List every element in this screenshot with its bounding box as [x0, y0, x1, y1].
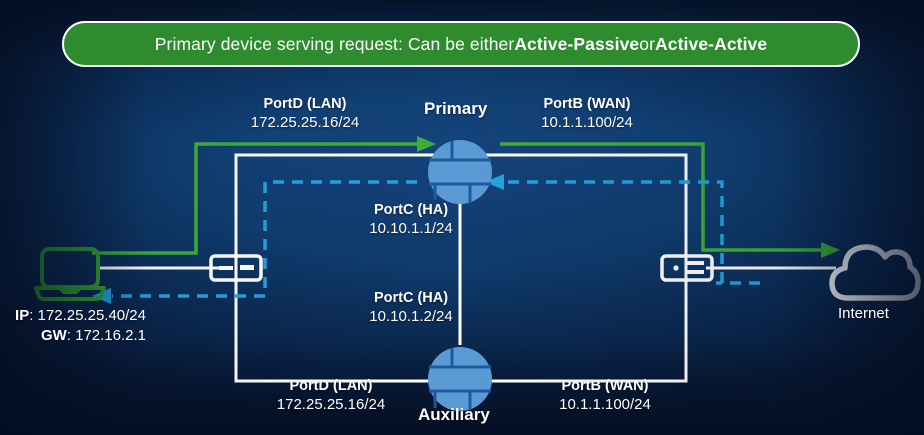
label-auxiliary-wan: PortB (WAN) 10.1.1.100/24 [510, 378, 700, 414]
primary-firewall-icon[interactable] [428, 140, 492, 204]
label-primary-wan: PortB (WAN) 10.1.1.100/24 [492, 96, 682, 132]
host-ip-key: IP [15, 307, 30, 324]
host-gw-key: GW [40, 326, 67, 344]
flow-forward-lan-arrowhead [417, 136, 436, 152]
host-ip-value: : 172.25.25.40/24 [29, 307, 146, 324]
label-primary-lan-port: PortD (LAN) [263, 96, 347, 112]
auxiliary-title: Auxiliary [418, 405, 490, 424]
label-auxiliary-lan: PortD (LAN) 172.25.25.16/24 [236, 378, 426, 414]
banner-prefix: Primary device serving request: Can be e… [154, 33, 515, 54]
label-primary-lan: PortD (LAN) 172.25.25.16/24 [210, 96, 400, 132]
flow-return-primary-to-laptop [112, 180, 417, 298]
banner-mode-active-active: Active-Active [655, 33, 768, 54]
label-primary-ha-port: PortC (HA) [373, 202, 449, 218]
flow-forward-primary-to-internet [500, 142, 822, 252]
banner-primary-device-note: Primary device serving request: Can be e… [62, 21, 860, 67]
label-auxiliary-lan-port: PortD (LAN) [289, 378, 373, 394]
host-ip-line: IP: 172.25.25.40/24 [0, 306, 146, 326]
label-primary-wan-port: PortB (WAN) [543, 96, 631, 112]
banner-mode-active-passive: Active-Passive [514, 33, 640, 54]
label-auxiliary-lan-address: 172.25.25.16/24 [276, 395, 386, 413]
flow-return-internet-to-primary [505, 180, 724, 283]
label-primary-ha-address: 10.10.1.1/24 [369, 219, 453, 237]
host-addressing: IP: 172.25.25.40/24 GW: 172.16.2.1 [0, 306, 146, 345]
host-gw-line: GW: 172.16.2.1 [0, 326, 146, 346]
cloud-label: Internet [838, 305, 889, 322]
flow-forward-internet-arrowhead [821, 242, 840, 258]
label-primary-wan-address: 10.1.1.100/24 [541, 113, 633, 131]
label-auxiliary-wan-address: 10.1.1.100/24 [559, 395, 651, 413]
auxiliary-firewall-icon[interactable] [428, 347, 492, 411]
switch-icon-right[interactable] [660, 254, 714, 282]
label-auxiliary-ha-address: 10.10.1.2/24 [369, 307, 453, 325]
label-auxiliary-ha-port: PortC (HA) [373, 290, 449, 306]
label-auxiliary-wan-port: PortB (WAN) [561, 378, 649, 394]
primary-title: Primary [424, 99, 488, 118]
banner-middle: or [639, 33, 656, 54]
label-primary-ha: PortC (HA) 10.10.1.1/24 [316, 202, 506, 238]
switch-icon-left[interactable] [209, 254, 263, 282]
label-primary-lan-address: 172.25.25.16/24 [250, 113, 360, 131]
flow-forward-lan-to-primary [92, 142, 418, 255]
host-gw-value: : 172.16.2.1 [66, 326, 146, 344]
flow-return-primary-arrowhead [485, 174, 504, 190]
cloud-icon[interactable] [829, 244, 921, 301]
laptop-icon[interactable] [34, 247, 106, 301]
label-auxiliary-ha: PortC (HA) 10.10.1.2/24 [316, 290, 506, 326]
